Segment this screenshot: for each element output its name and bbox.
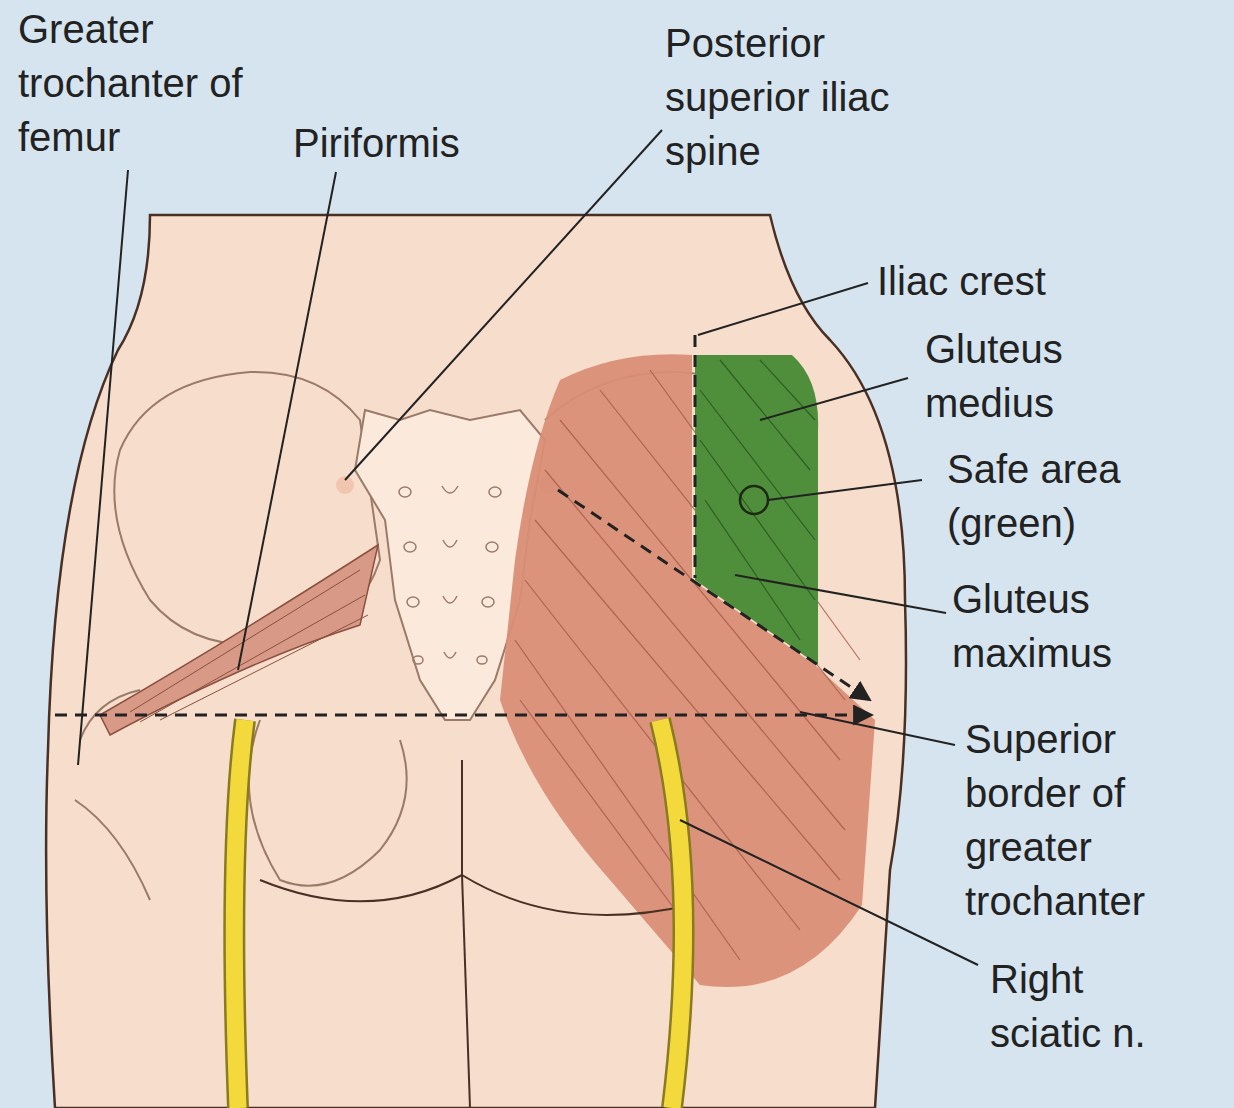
structure-label: Gluteus maximus xyxy=(952,572,1162,680)
structure-label: Greater trochanter of femur xyxy=(18,2,248,164)
structure-label: Posterior superior iliac spine xyxy=(665,16,895,178)
structure-label: Iliac crest xyxy=(877,254,1137,308)
structure-label: Gluteus medius xyxy=(925,322,1115,430)
structure-label: Piriformis xyxy=(293,116,533,170)
structure-label: Right sciatic n. xyxy=(990,952,1195,1060)
structure-label: Safe area (green) xyxy=(947,442,1167,550)
structure-label: Superior border of greater trochanter xyxy=(965,712,1190,928)
